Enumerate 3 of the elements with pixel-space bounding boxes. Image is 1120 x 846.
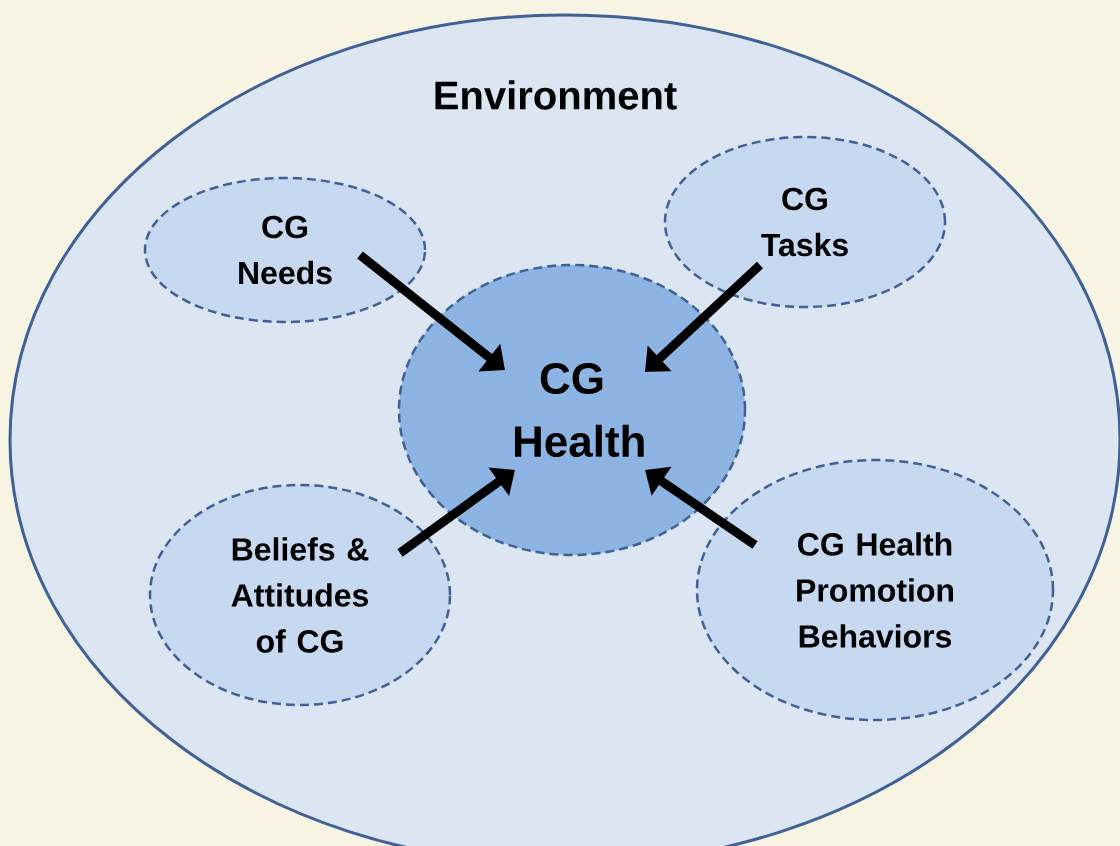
arrow [397, 467, 515, 557]
arrow [645, 261, 764, 372]
arrow [357, 251, 505, 372]
